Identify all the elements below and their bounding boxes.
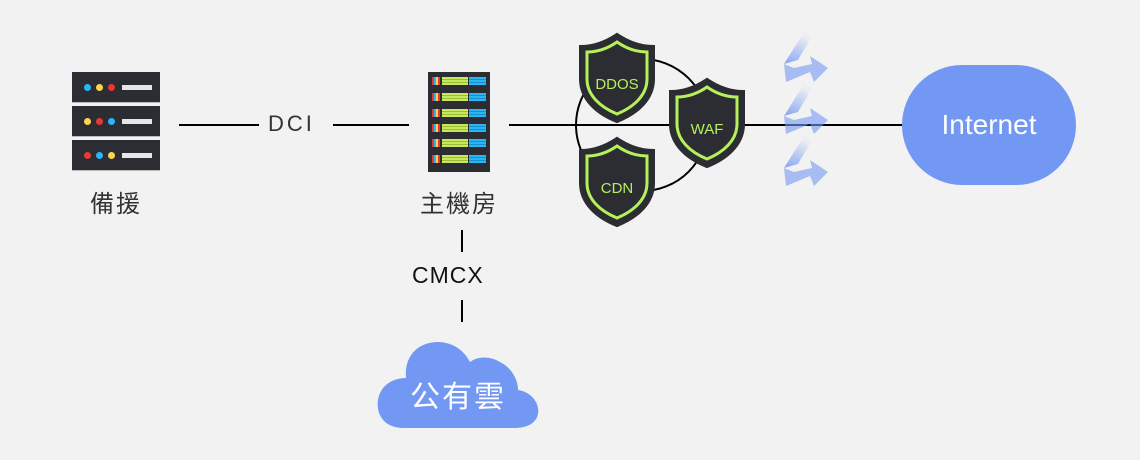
cdn-shield-icon: CDN <box>579 136 655 228</box>
backup-server-icon <box>72 72 160 172</box>
waf-label: WAF <box>691 121 724 138</box>
cmcx-label: CMCX <box>412 262 484 289</box>
ddos-label: DDOS <box>595 76 638 93</box>
traffic-arrow-icon <box>784 136 828 186</box>
main-dc-label: 主機房 <box>420 191 498 218</box>
internet-node: Internet <box>902 65 1076 185</box>
dci-label: DCI <box>268 111 315 137</box>
public-cloud-label: 公有雲 <box>410 381 506 414</box>
internet-label: Internet <box>941 109 1037 140</box>
traffic-arrows <box>784 32 828 186</box>
security-cluster: DDOS CDN WAF <box>575 32 745 228</box>
cmcx-line-top <box>461 230 463 252</box>
dci-line-right <box>333 124 409 126</box>
dci-line-left <box>179 124 259 126</box>
traffic-arrow-icon <box>784 84 828 134</box>
cdn-label: CDN <box>601 180 634 197</box>
public-cloud-icon <box>377 342 539 428</box>
traffic-arrow-icon <box>784 32 828 82</box>
ddos-shield-icon: DDOS <box>579 32 655 124</box>
backup-label: 備援 <box>90 191 142 218</box>
cmcx-line-bottom <box>461 300 463 322</box>
waf-shield-icon: WAF <box>669 77 745 169</box>
main-dc-rack-icon <box>428 72 490 172</box>
